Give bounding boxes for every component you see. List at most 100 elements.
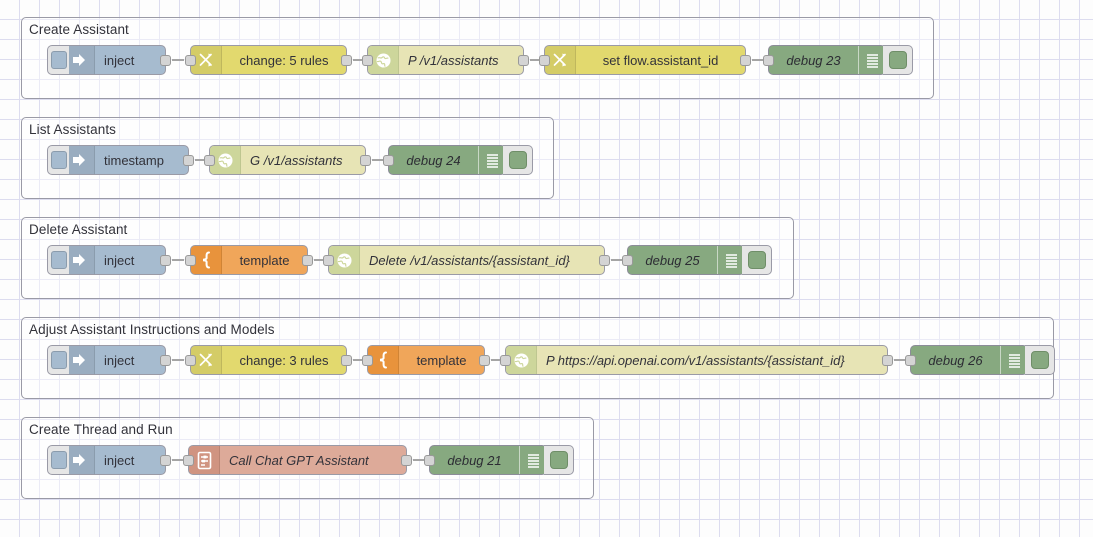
node-debug[interactable]: debug 26 bbox=[905, 345, 1055, 375]
inject-trigger-button[interactable] bbox=[47, 245, 69, 275]
wire bbox=[172, 59, 184, 61]
node-inject[interactable]: timestamp bbox=[47, 145, 194, 175]
debug-lines-icon bbox=[478, 146, 505, 174]
wire bbox=[413, 459, 427, 461]
input-port[interactable] bbox=[183, 455, 194, 466]
output-port[interactable] bbox=[302, 255, 313, 266]
input-port[interactable] bbox=[185, 255, 196, 266]
inject-trigger-button[interactable] bbox=[47, 45, 69, 75]
wire bbox=[172, 359, 184, 361]
node-label: change: 3 rules bbox=[239, 352, 329, 368]
wire bbox=[172, 459, 184, 461]
globe-icon bbox=[210, 146, 241, 174]
input-port[interactable] bbox=[185, 355, 196, 366]
wire bbox=[894, 359, 908, 361]
node-debug[interactable]: debug 23 bbox=[763, 45, 913, 75]
input-port[interactable] bbox=[763, 55, 774, 66]
wire bbox=[353, 59, 365, 61]
input-port[interactable] bbox=[622, 255, 633, 266]
input-port[interactable] bbox=[362, 55, 373, 66]
inject-trigger-button[interactable] bbox=[47, 145, 69, 175]
debug-toggle-button[interactable] bbox=[1025, 345, 1055, 375]
node-subflow[interactable]: Call Chat GPT Assistant bbox=[183, 445, 412, 475]
node-inject[interactable]: inject bbox=[47, 445, 171, 475]
debug-toggle-button[interactable] bbox=[503, 145, 533, 175]
brace-icon bbox=[191, 246, 222, 274]
node-debug[interactable]: debug 25 bbox=[622, 245, 772, 275]
swap-arrows-icon bbox=[191, 46, 222, 74]
subflow-icon bbox=[189, 446, 220, 474]
wire bbox=[172, 259, 184, 261]
output-port[interactable] bbox=[401, 455, 412, 466]
output-port[interactable] bbox=[341, 355, 352, 366]
node-inject[interactable]: inject bbox=[47, 345, 171, 375]
wire bbox=[491, 359, 503, 361]
inject-trigger-button[interactable] bbox=[47, 345, 69, 375]
arrow-right-icon bbox=[64, 246, 95, 274]
debug-toggle-button[interactable] bbox=[883, 45, 913, 75]
input-port[interactable] bbox=[323, 255, 334, 266]
arrow-right-icon bbox=[64, 46, 95, 74]
node-change[interactable]: change: 5 rules bbox=[185, 45, 352, 75]
output-port[interactable] bbox=[183, 155, 194, 166]
input-port[interactable] bbox=[362, 355, 373, 366]
wire bbox=[611, 259, 625, 261]
inject-button-glyph bbox=[50, 351, 67, 369]
node-inject[interactable]: inject bbox=[47, 45, 171, 75]
debug-lines-icon bbox=[717, 246, 744, 274]
output-port[interactable] bbox=[518, 55, 529, 66]
inject-trigger-button[interactable] bbox=[47, 445, 69, 475]
node-label: debug 23 bbox=[786, 52, 841, 68]
arrow-right-icon bbox=[64, 346, 95, 374]
input-port[interactable] bbox=[204, 155, 215, 166]
input-port[interactable] bbox=[539, 55, 550, 66]
node-debug[interactable]: debug 24 bbox=[383, 145, 533, 175]
output-port[interactable] bbox=[160, 455, 171, 466]
node-template[interactable]: template bbox=[362, 345, 490, 375]
output-port[interactable] bbox=[479, 355, 490, 366]
output-port[interactable] bbox=[341, 55, 352, 66]
arrow-right-icon bbox=[64, 446, 95, 474]
input-port[interactable] bbox=[905, 355, 916, 366]
input-port[interactable] bbox=[500, 355, 511, 366]
node-label: timestamp bbox=[104, 152, 164, 168]
node-http-request[interactable]: P /v1/assistants bbox=[362, 45, 529, 75]
wire bbox=[752, 59, 766, 61]
node-label: G /v1/assistants bbox=[250, 152, 343, 168]
node-debug[interactable]: debug 21 bbox=[424, 445, 574, 475]
node-change[interactable]: set flow.assistant_id bbox=[539, 45, 751, 75]
output-port[interactable] bbox=[599, 255, 610, 266]
output-port[interactable] bbox=[160, 355, 171, 366]
node-label: debug 21 bbox=[447, 452, 502, 468]
node-http-request[interactable]: G /v1/assistants bbox=[204, 145, 371, 175]
node-label: debug 24 bbox=[406, 152, 461, 168]
debug-button-glyph bbox=[888, 51, 907, 69]
output-port[interactable] bbox=[160, 55, 171, 66]
input-port[interactable] bbox=[424, 455, 435, 466]
node-template[interactable]: template bbox=[185, 245, 313, 275]
input-port[interactable] bbox=[383, 155, 394, 166]
debug-toggle-button[interactable] bbox=[544, 445, 574, 475]
debug-toggle-button[interactable] bbox=[742, 245, 772, 275]
output-port[interactable] bbox=[882, 355, 893, 366]
arrow-right-icon bbox=[64, 146, 95, 174]
output-port[interactable] bbox=[740, 55, 751, 66]
input-port[interactable] bbox=[185, 55, 196, 66]
group-label: Delete Assistant bbox=[29, 222, 128, 237]
node-http-request[interactable]: Delete /v1/assistants/{assistant_id} bbox=[323, 245, 610, 275]
group-label: List Assistants bbox=[29, 122, 117, 137]
node-change[interactable]: change: 3 rules bbox=[185, 345, 352, 375]
node-label: Delete /v1/assistants/{assistant_id} bbox=[369, 252, 570, 268]
output-port[interactable] bbox=[160, 255, 171, 266]
output-port[interactable] bbox=[360, 155, 371, 166]
node-inject[interactable]: inject bbox=[47, 245, 171, 275]
debug-button-glyph bbox=[508, 151, 527, 169]
globe-icon bbox=[329, 246, 360, 274]
inject-button-glyph bbox=[50, 151, 67, 169]
node-label: inject bbox=[104, 252, 135, 268]
node-label: P https://api.openai.com/v1/assistants/{… bbox=[546, 352, 845, 368]
node-http-request[interactable]: P https://api.openai.com/v1/assistants/{… bbox=[500, 345, 893, 375]
inject-button-glyph bbox=[50, 451, 67, 469]
wire bbox=[353, 359, 365, 361]
